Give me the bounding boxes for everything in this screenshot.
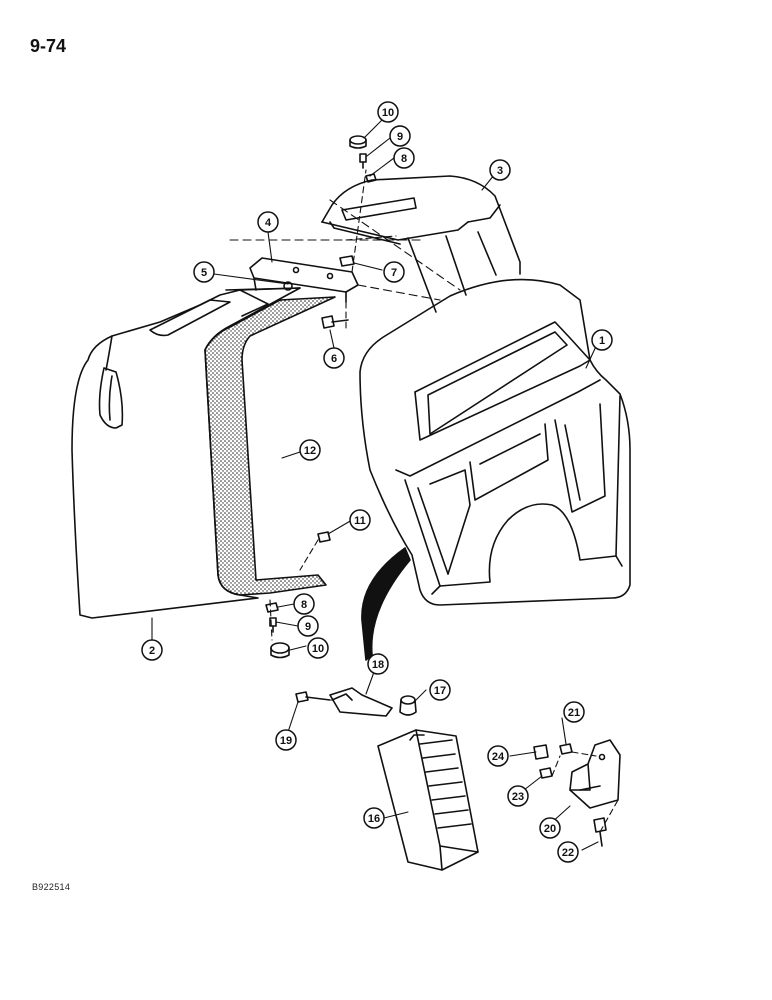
callout-11: 11 xyxy=(349,509,371,531)
callout-9-top: 9 xyxy=(389,125,411,147)
callout-3: 3 xyxy=(489,159,511,181)
callout-24: 24 xyxy=(487,745,509,767)
callout-1: 1 xyxy=(591,329,613,351)
callout-17-label: 17 xyxy=(434,685,446,697)
callout-23-label: 23 xyxy=(512,791,524,803)
callout-19: 19 xyxy=(275,729,297,751)
callout-6-label: 6 xyxy=(331,353,337,365)
callout-8-top-label: 8 xyxy=(401,153,407,165)
screw-6-part xyxy=(321,315,349,329)
callout-7-label: 7 xyxy=(391,267,397,279)
assembly-arrow xyxy=(361,547,411,661)
callout-7: 7 xyxy=(383,261,405,283)
callout-12-label: 12 xyxy=(304,445,316,457)
grommet-17-part xyxy=(399,695,417,716)
callout-10-top: 10 xyxy=(377,101,399,123)
callout-21: 21 xyxy=(563,701,585,723)
clip-11-part xyxy=(317,531,331,543)
callout-2: 2 xyxy=(141,639,163,661)
callout-19-label: 19 xyxy=(280,735,292,747)
callout-2-label: 2 xyxy=(149,645,155,657)
callout-4-label: 4 xyxy=(265,217,272,229)
callout-9-bottom-label: 9 xyxy=(305,621,311,633)
vent-louver-part xyxy=(377,729,479,871)
callout-23: 23 xyxy=(507,785,529,807)
callout-5: 5 xyxy=(193,261,215,283)
callout-16: 16 xyxy=(363,807,385,829)
callout-18: 18 xyxy=(367,653,389,675)
callout-1-label: 1 xyxy=(599,335,605,347)
bolt-5-part xyxy=(283,281,293,291)
callout-11-label: 11 xyxy=(354,515,366,527)
callout-10-top-label: 10 xyxy=(382,107,394,119)
instrument-shroud-part xyxy=(359,278,631,606)
callout-3-label: 3 xyxy=(497,165,503,177)
callout-16-label: 16 xyxy=(368,813,380,825)
page-number: 9-74 xyxy=(30,36,67,56)
callout-10-bottom: 10 xyxy=(307,637,329,659)
callout-8-top: 8 xyxy=(393,147,415,169)
callout-12: 12 xyxy=(299,439,321,461)
callout-9-bottom: 9 xyxy=(297,615,319,637)
callout-21-label: 21 xyxy=(568,707,580,719)
screw-19-part xyxy=(295,691,331,703)
bottom-hardware-stack xyxy=(265,602,290,659)
figure-code: B922514 xyxy=(32,882,71,892)
bracket-20-part xyxy=(569,739,621,809)
bracket-18-part xyxy=(329,687,393,717)
callout-24-label: 24 xyxy=(492,751,505,763)
rear-upper-cover-part xyxy=(321,175,521,313)
callout-20: 20 xyxy=(539,817,561,839)
callout-18-label: 18 xyxy=(372,659,384,671)
nut-7-part xyxy=(339,255,355,267)
callout-17: 17 xyxy=(429,679,451,701)
callout-20-label: 20 xyxy=(544,823,556,835)
callout-22: 22 xyxy=(557,841,579,863)
callout-5-label: 5 xyxy=(201,267,207,279)
callout-6: 6 xyxy=(323,347,345,369)
callout-8-bottom-label: 8 xyxy=(301,599,307,611)
callout-10-bottom-label: 10 xyxy=(312,643,324,655)
callout-4: 4 xyxy=(257,211,279,233)
callout-8-bottom: 8 xyxy=(293,593,315,615)
side-cover-panel-part xyxy=(71,287,301,619)
callout-22-label: 22 xyxy=(562,847,574,859)
callout-9-top-label: 9 xyxy=(397,131,403,143)
